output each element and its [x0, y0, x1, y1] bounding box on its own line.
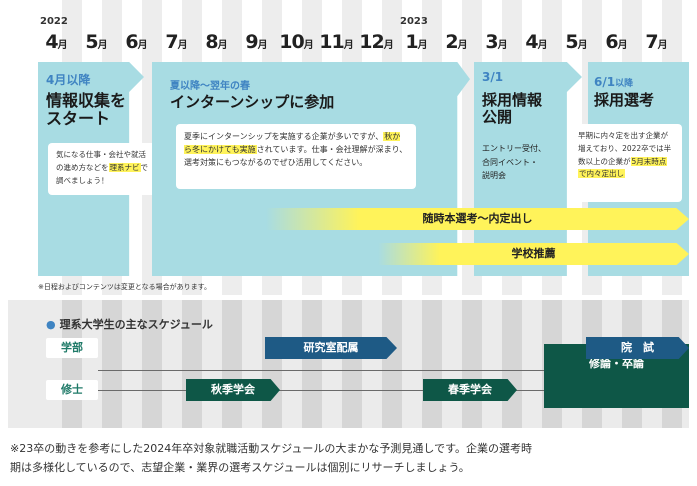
month-suffix: 月 — [383, 40, 394, 51]
undergrad-line — [98, 370, 568, 371]
month-label: 4月 — [36, 31, 76, 53]
selection-bubble: 早期に内々定を出す企業が増えており、2022卒では半数以上の企業が5月末時点で内… — [570, 124, 682, 202]
month-suffix: 月 — [257, 40, 268, 51]
month-label: 1月 — [396, 31, 436, 53]
month-suffix: 月 — [577, 40, 588, 51]
month-suffix: 月 — [343, 40, 354, 51]
intern-title: インターンシップに参加 — [170, 93, 335, 111]
month-label: 11月 — [316, 31, 356, 53]
month-number: 5 — [85, 31, 98, 53]
student-schedule-panel: ●理系大学生の主なスケジュール 学部 修士 研究室配属 秋季学会 春季学会 修論… — [8, 300, 689, 428]
month-label: 5月 — [556, 31, 596, 53]
month-number: 9 — [245, 31, 258, 53]
month-number: 7 — [165, 31, 178, 53]
panel-stripe — [302, 300, 322, 428]
month-suffix: 月 — [57, 40, 68, 51]
month-suffix: 月 — [177, 40, 188, 51]
panel-stripe — [462, 300, 482, 428]
month-number: 10 — [279, 31, 304, 53]
month-suffix: 月 — [97, 40, 108, 51]
panel-stripe — [102, 300, 122, 428]
master-line — [98, 390, 568, 391]
month-label: 9月 — [236, 31, 276, 53]
month-label: 10月 — [276, 31, 316, 53]
month-suffix: 月 — [497, 40, 508, 51]
month-suffix: 月 — [303, 40, 314, 51]
month-label: 7月 — [636, 31, 676, 53]
panel-stripe — [222, 300, 242, 428]
intern-bubble: 夏季にインターンシップを実施する企業が多いですが、秋から冬にかけても実施されてい… — [176, 124, 416, 189]
month-label: 7月 — [156, 31, 196, 53]
month-number: 5 — [565, 31, 578, 53]
recruit-date: 3/1 — [482, 70, 504, 84]
info-bubble: 気になる仕事・会社や就活の進め方などを理系ナビで調べましょう！ — [48, 143, 160, 195]
month-number: 7 — [645, 31, 658, 53]
selection-period: 6/1以降 — [594, 75, 634, 89]
selection-title: 採用選考 — [594, 91, 655, 109]
month-label: 2月 — [436, 31, 476, 53]
month-number: 2 — [445, 31, 458, 53]
info-period: 4月以降 — [46, 73, 91, 87]
year-2022: 2022 — [40, 16, 68, 27]
month-label: 3月 — [476, 31, 516, 53]
month-number: 1 — [405, 31, 418, 53]
tag-autumn-conference: 秋季学会 — [186, 379, 280, 401]
month-number: 6 — [605, 31, 618, 53]
month-number: 4 — [525, 31, 538, 53]
panel-stripe — [382, 300, 402, 428]
month-number: 6 — [125, 31, 138, 53]
row-label-undergrad: 学部 — [46, 338, 98, 358]
panel-stripe — [142, 300, 162, 428]
recruit-body: エントリー受付、 合同イベント・ 説明会 — [482, 144, 546, 181]
intern-period: 夏以降〜翌年の春 — [170, 81, 250, 92]
panel-stripe — [342, 300, 362, 428]
month-suffix: 月 — [137, 40, 148, 51]
year-2023: 2023 — [400, 16, 428, 27]
month-number: 11 — [319, 31, 344, 53]
panel-title: ●理系大学生の主なスケジュール — [46, 318, 213, 331]
tag-lab-assignment: 研究室配属 — [265, 337, 397, 359]
panel-stripe — [422, 300, 442, 428]
band-school-recommend: 学校推薦 — [378, 243, 689, 265]
phase-recruit-info — [474, 62, 582, 276]
month-label: 6月 — [116, 31, 156, 53]
month-suffix: 月 — [657, 40, 668, 51]
recruit-title: 採用情報 公開 — [482, 91, 543, 127]
month-suffix: 月 — [457, 40, 468, 51]
band-anytime-selection: 随時本選考〜内定出し — [266, 208, 689, 230]
tag-spring-conference: 春季学会 — [423, 379, 517, 401]
panel-stripe — [262, 300, 282, 428]
month-label: 6月 — [596, 31, 636, 53]
month-number: 4 — [45, 31, 58, 53]
month-number: 3 — [485, 31, 498, 53]
info-title: 情報収集を スタート — [46, 91, 127, 129]
schedule-note: ※日程およびコンテンツは変更となる場合があります。 — [38, 283, 211, 291]
row-label-master: 修士 — [46, 380, 98, 400]
month-number: 8 — [205, 31, 218, 53]
month-number: 12 — [359, 31, 384, 53]
bullet-icon: ● — [46, 318, 56, 331]
footnote: ※23卒の動きを参考にした2024年卒対象就職活動スケジュールの大まかな予測見通… — [10, 442, 533, 475]
month-label: 12月 — [356, 31, 396, 53]
month-suffix: 月 — [217, 40, 228, 51]
month-suffix: 月 — [617, 40, 628, 51]
month-suffix: 月 — [537, 40, 548, 51]
tag-grad-exam: 院 試 — [586, 337, 689, 359]
month-label: 4月 — [516, 31, 556, 53]
month-label: 8月 — [196, 31, 236, 53]
panel-stripe — [502, 300, 522, 428]
month-suffix: 月 — [417, 40, 428, 51]
month-label: 5月 — [76, 31, 116, 53]
